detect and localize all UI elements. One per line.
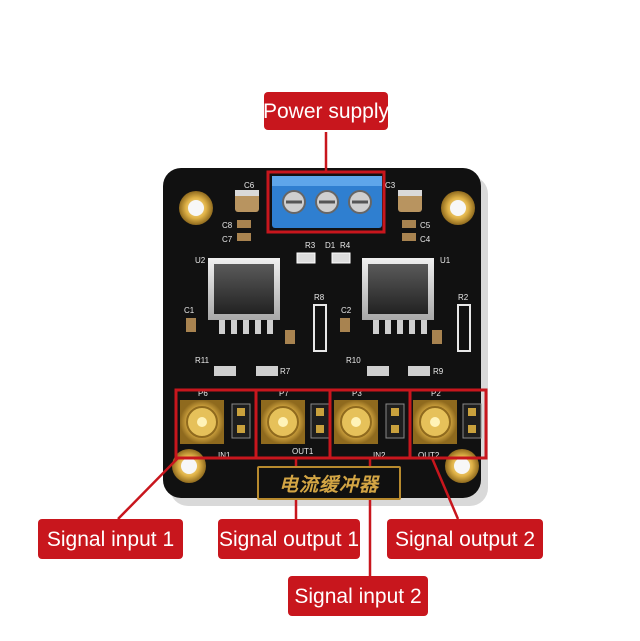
silk-r8: R8	[314, 293, 325, 302]
silk-out2: OUT2	[418, 451, 440, 460]
signal-output-2-highlight-box	[408, 388, 488, 460]
silk-r11: R11	[195, 356, 210, 365]
capacitor-c4	[402, 233, 416, 241]
silk-r4: R4	[340, 241, 351, 250]
signal-output-2-label: Signal output 2	[394, 527, 536, 551]
sma-connector-out1	[261, 400, 305, 444]
capacitor-c2-left	[340, 318, 350, 332]
silk-c6: C6	[244, 181, 255, 190]
silk-d1: D1	[325, 241, 336, 250]
pin-header-p7	[310, 403, 330, 439]
silk-r2: R2	[458, 293, 469, 302]
board-title-chinese: 电流缓冲器	[278, 473, 379, 496]
silk-p7: P7	[279, 389, 289, 398]
resistor-r8	[313, 304, 327, 352]
terminal-block	[272, 176, 382, 228]
capacitor-c2	[285, 330, 295, 344]
silk-out1: OUT1	[292, 447, 314, 456]
regulator-u1	[362, 258, 434, 334]
silk-p2: P2	[431, 389, 441, 398]
silk-c5: C5	[420, 221, 431, 230]
mounting-hole-icon	[445, 449, 479, 483]
sma-connector-in1	[180, 400, 224, 444]
power-supply-label: Power supply	[262, 99, 390, 123]
signal-input-2-label: Signal input 2	[294, 584, 422, 608]
mounting-hole-icon	[179, 191, 213, 225]
pin-header-p2	[462, 403, 482, 439]
resistor-r7-pad	[256, 366, 278, 376]
capacitor-c6	[235, 190, 259, 212]
signal-output-2-callout: Signal output 2	[387, 519, 543, 559]
signal-output-1-label: Signal output 1	[218, 527, 360, 551]
silk-c4: C4	[420, 235, 431, 244]
capacitor-c7	[237, 233, 251, 241]
silk-in1: IN1	[218, 451, 231, 460]
silk-c2: C2	[341, 306, 352, 315]
diode-d1	[331, 252, 351, 264]
silk-c1: C1	[184, 306, 195, 315]
mounting-hole-icon	[441, 191, 475, 225]
signal-input-1-label: Signal input 1	[46, 527, 175, 551]
silk-p3: P3	[352, 389, 362, 398]
signal-output-2-leader-line	[430, 457, 460, 520]
silk-r9: R9	[433, 367, 444, 376]
resistor-r9-pad	[408, 366, 430, 376]
silk-u1: U1	[440, 256, 451, 265]
diode-d3	[296, 252, 316, 264]
sma-connector-out2	[413, 400, 457, 444]
resistor-r2	[457, 304, 471, 352]
resistor-r11-pad	[214, 366, 236, 376]
signal-input-1-callout: Signal input 1	[38, 519, 183, 559]
capacitor-c8	[237, 220, 251, 228]
power-supply-callout: Power supply	[262, 92, 390, 130]
capacitor-c9	[432, 330, 442, 344]
silk-in2: IN2	[373, 451, 386, 460]
silk-c7: C7	[222, 235, 233, 244]
silk-c3: C3	[385, 181, 396, 190]
silk-u2: U2	[195, 256, 206, 265]
pin-header-p3	[385, 403, 405, 439]
signal-input-2-callout: Signal input 2	[288, 576, 428, 616]
resistor-r10-pad	[367, 366, 389, 376]
board-title-plate: 电流缓冲器	[257, 466, 401, 500]
silk-r10: R10	[346, 356, 361, 365]
signal-input-1-leader-line	[117, 457, 179, 520]
capacitor-c3	[398, 190, 422, 212]
silk-r3: R3	[305, 241, 316, 250]
signal-output-1-callout: Signal output 1	[218, 519, 360, 559]
capacitor-c1	[186, 318, 196, 332]
silk-p6: P6	[198, 389, 208, 398]
sma-connector-in2	[334, 400, 378, 444]
capacitor-c5	[402, 220, 416, 228]
silk-r7: R7	[280, 367, 291, 376]
silk-c8: C8	[222, 221, 233, 230]
pin-header-p6	[231, 403, 251, 439]
regulator-u2	[208, 258, 280, 334]
